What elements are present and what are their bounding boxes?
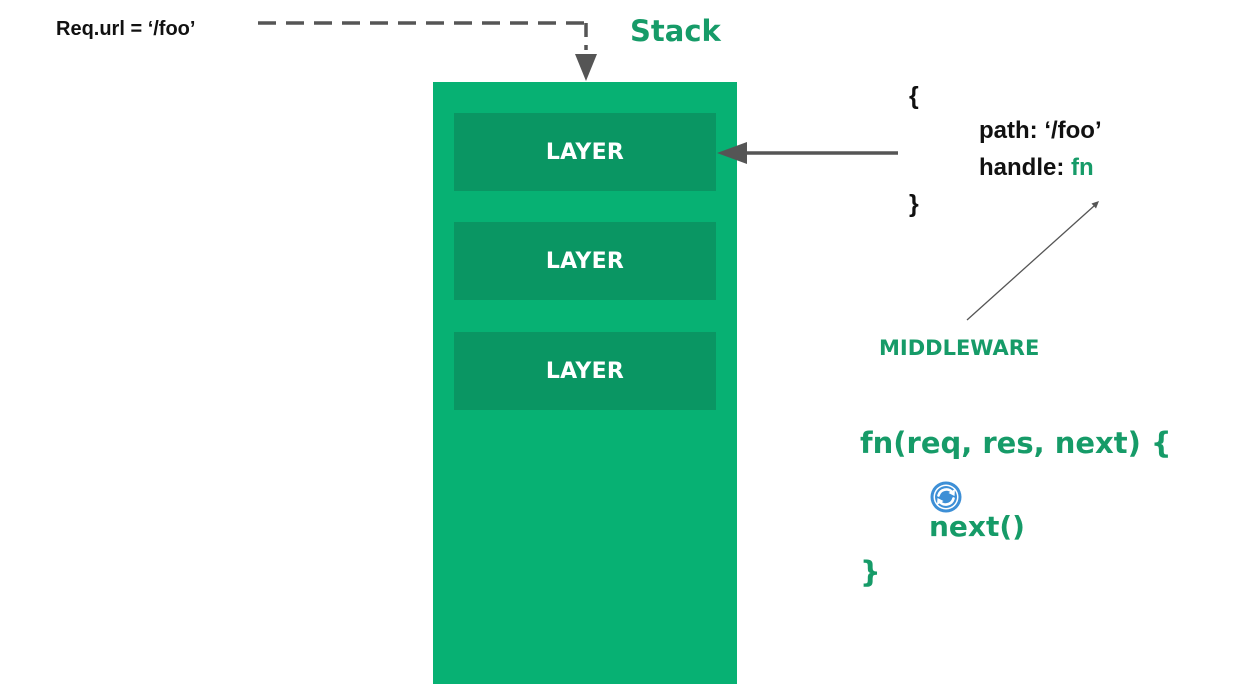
middleware-close-brace: }	[860, 555, 881, 589]
handle-value: fn	[1071, 154, 1094, 181]
middleware-arrowhead	[1091, 201, 1099, 209]
layer-object-path: path: ‘/foo’	[979, 117, 1102, 144]
layer-object-open-brace: {	[909, 82, 919, 110]
layer-label: LAYER	[545, 248, 625, 274]
layer-object-handle: handle: fn	[979, 154, 1094, 182]
stack-layer-2: LAYER	[454, 222, 716, 300]
middleware-signature: fn(req, res, next) {	[860, 426, 1172, 460]
middleware-next-call: next()	[929, 510, 1025, 543]
stack-layer-1: LAYER	[454, 113, 716, 191]
layer-label: LAYER	[545, 139, 625, 165]
layer-label: LAYER	[545, 358, 625, 384]
layer-object-close-brace: }	[909, 190, 919, 218]
request-arrowhead	[575, 54, 597, 81]
middleware-label: MIDDLEWARE	[879, 336, 1040, 360]
stack-title: Stack	[630, 14, 721, 48]
stack-layer-3: LAYER	[454, 332, 716, 410]
refresh-icon	[930, 481, 962, 513]
handle-key: handle:	[979, 154, 1072, 181]
request-url-label: Req.url = ‘/foo’	[56, 18, 196, 40]
middleware-arrow-line	[966, 205, 1095, 321]
